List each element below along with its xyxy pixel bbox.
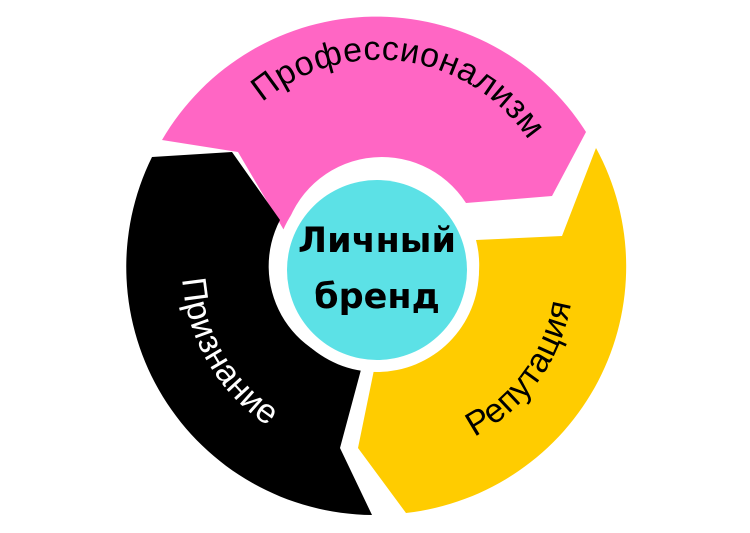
segment-reputation: [358, 148, 627, 513]
segment-professionalism: [162, 16, 586, 232]
center-circle: [287, 180, 467, 360]
center-label-line1: Личный: [298, 221, 456, 261]
segment-recognition: [126, 152, 372, 515]
center-label-line2: бренд: [314, 277, 440, 317]
